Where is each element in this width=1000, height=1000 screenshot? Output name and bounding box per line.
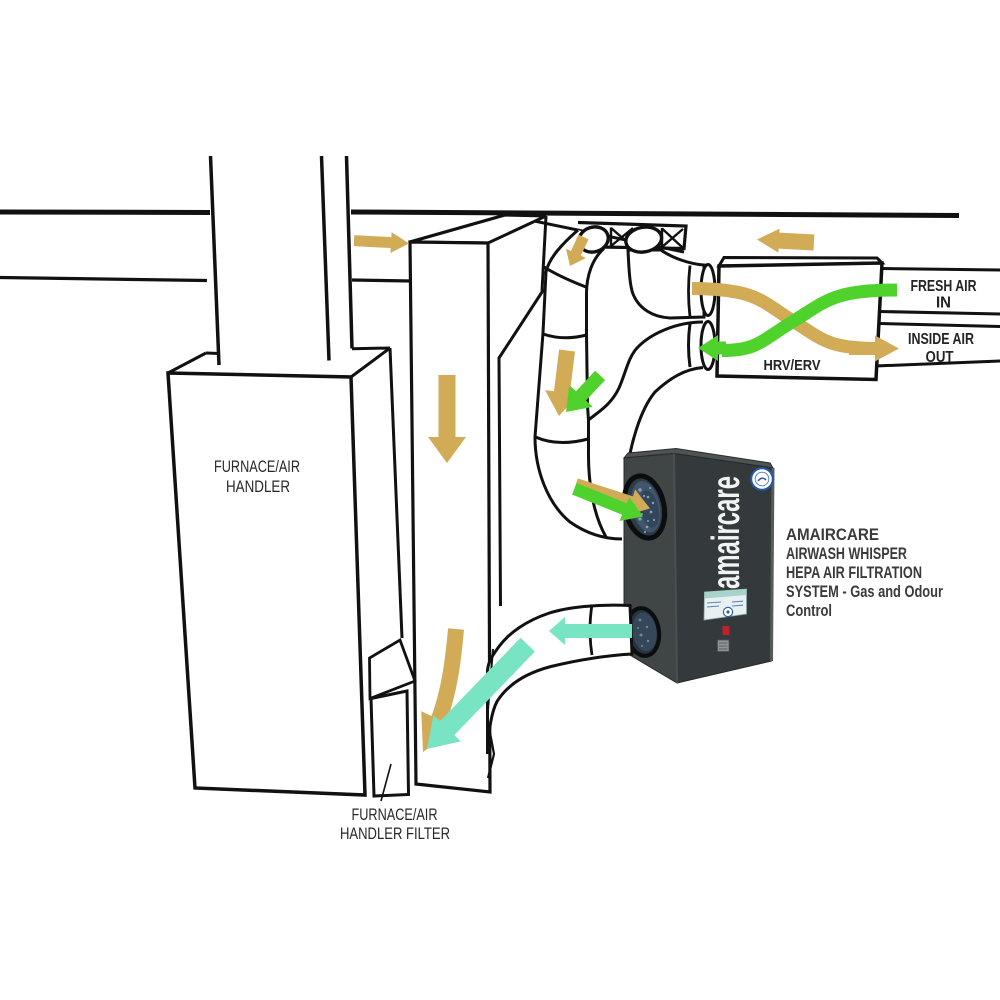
- svg-text:HEPA AIR FILTRATION: HEPA AIR FILTRATION: [786, 563, 922, 582]
- svg-text:AMAIRCARE: AMAIRCARE: [786, 525, 879, 544]
- svg-text:AIRWASH WHISPER: AIRWASH WHISPER: [786, 544, 907, 563]
- svg-text:OUT: OUT: [926, 349, 954, 366]
- svg-text:amaircare: amaircare: [705, 476, 749, 589]
- svg-text:IN: IN: [936, 295, 951, 312]
- svg-text:FRESH AIR: FRESH AIR: [911, 278, 977, 295]
- svg-text:INSIDE AIR: INSIDE AIR: [908, 331, 974, 348]
- svg-text:HANDLER: HANDLER: [226, 478, 290, 496]
- svg-text:FURNACE/AIR: FURNACE/AIR: [352, 806, 438, 824]
- svg-text:HANDLER FILTER: HANDLER FILTER: [340, 825, 450, 843]
- svg-text:Control: Control: [786, 601, 832, 620]
- svg-text:HRV/ERV: HRV/ERV: [764, 357, 821, 374]
- svg-text:FURNACE/AIR: FURNACE/AIR: [214, 458, 300, 476]
- svg-text:SYSTEM - Gas and Odour: SYSTEM - Gas and Odour: [786, 582, 943, 601]
